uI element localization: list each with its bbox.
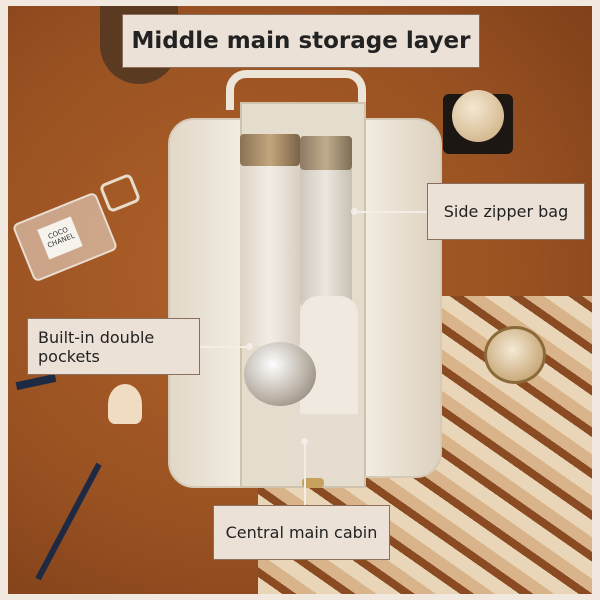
makeup-brush [35, 462, 102, 581]
perfume-cap [98, 172, 142, 214]
brush-handle-2 [15, 373, 57, 391]
brush-head [108, 384, 142, 424]
pockets-text: Built-in double pockets [38, 327, 155, 366]
side-zipper-label: Side zipper bag [427, 183, 585, 240]
handle [226, 70, 366, 110]
jar-lid [452, 90, 504, 142]
white-bottle [240, 146, 300, 346]
cabin-text: Central main cabin [225, 523, 378, 542]
frosted-bottle [300, 146, 352, 306]
cabin-pointer-line [304, 442, 306, 506]
bag-right-side [360, 118, 442, 478]
zipper-pull [302, 478, 324, 488]
product-photo: COCO CHANEL [8, 6, 592, 594]
pockets-pointer-line [200, 346, 250, 348]
cabin-pointer-dot [301, 438, 308, 445]
bag-left-side [168, 118, 248, 488]
bottle-cap [240, 134, 300, 166]
side-zipper-text: Side zipper bag [443, 202, 569, 221]
pockets-pointer-dot [246, 343, 253, 350]
side-pointer-dot [351, 208, 358, 215]
title-text: Middle main storage layer [131, 28, 471, 54]
cabin-label: Central main cabin [213, 505, 390, 560]
title-label: Middle main storage layer [122, 14, 480, 68]
frosted-cap [300, 136, 352, 170]
cream-jar-inside [290, 414, 364, 476]
pockets-label: Built-in double pockets [27, 318, 200, 375]
side-pointer-line [355, 211, 427, 213]
perfume-bottle: COCO CHANEL [11, 191, 119, 283]
silver-ball [244, 342, 316, 406]
gold-compact [484, 326, 546, 384]
